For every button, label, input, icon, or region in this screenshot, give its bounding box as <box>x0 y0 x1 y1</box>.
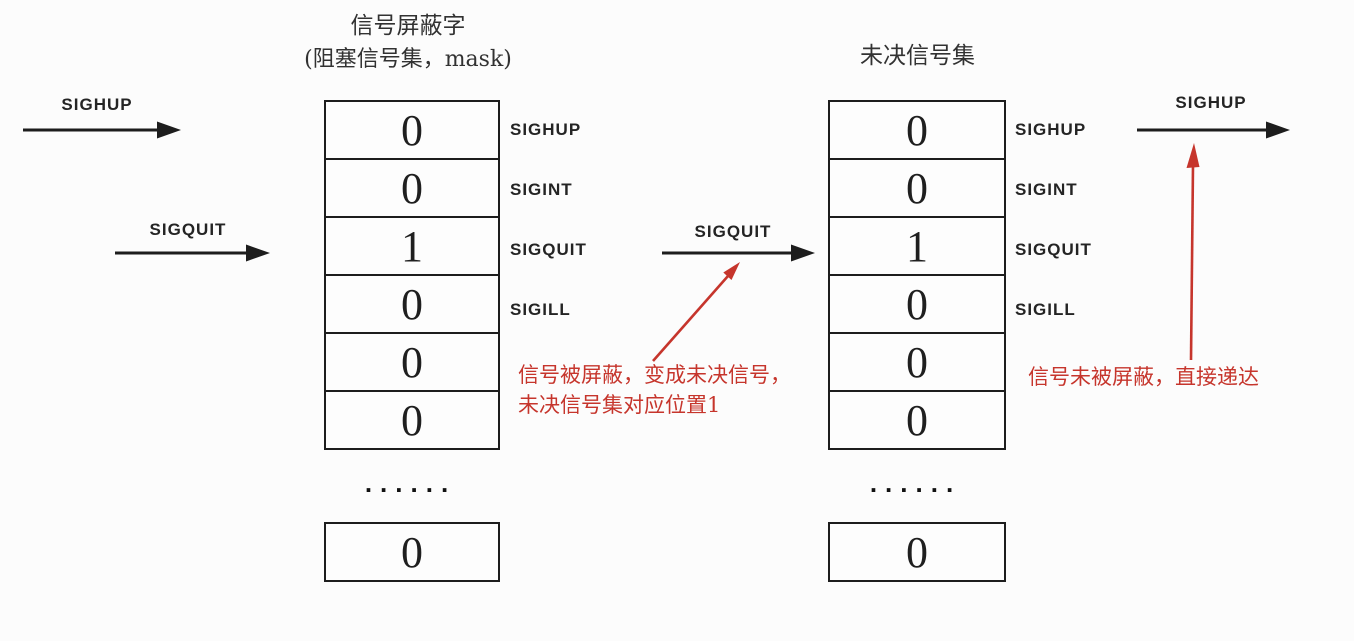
bit-cell: 0 <box>828 390 1006 450</box>
pending-ellipsis: ...... <box>869 468 962 498</box>
pending-bit-table: 0 0 1 0 0 0 <box>828 100 1006 450</box>
blocked-note-line1: 信号被屏蔽，变成未决信号， <box>518 363 791 387</box>
bit-cell: 0 <box>828 332 1006 392</box>
pending-row-label-sigint: SIGINT <box>1015 180 1078 199</box>
bit-cell: 0 <box>324 158 500 218</box>
sighup-out-arrow <box>1137 121 1290 139</box>
mask-title-line2: (阻塞信号集，mask) <box>304 47 512 72</box>
mask-row-label-sighup: SIGHUP <box>510 120 582 139</box>
bit-cell: 0 <box>324 100 500 160</box>
mask-row-label-sigill: SIGILL <box>510 300 571 319</box>
sighup-out-label: SIGHUP <box>1175 93 1247 112</box>
bit-cell: 0 <box>828 100 1006 160</box>
sigquit-forward-label: SIGQUIT <box>694 222 772 241</box>
pending-title: 未决信号集 <box>860 43 975 69</box>
blocked-note-arrow <box>652 262 740 362</box>
mask-row-label-sigint: SIGINT <box>510 180 573 199</box>
bit-cell: 0 <box>324 332 500 392</box>
mask-title-line1: 信号屏蔽字 <box>350 13 466 39</box>
bit-cell: 1 <box>324 216 500 276</box>
blocked-note-line2: 未决信号集对应位置1 <box>518 393 721 417</box>
pending-tail-cell: 0 <box>828 522 1006 582</box>
mask-title: 信号屏蔽字 (阻塞信号集，mask) <box>283 10 533 76</box>
pending-row-label-sigquit: SIGQUIT <box>1015 240 1092 259</box>
bit-cell: 0 <box>828 274 1006 334</box>
sigquit-in-label: SIGQUIT <box>149 220 227 239</box>
mask-ellipsis: ...... <box>364 468 457 498</box>
bit-cell: 0 <box>324 274 500 334</box>
sighup-in-label: SIGHUP <box>61 95 133 114</box>
sighup-in-arrow <box>23 121 181 139</box>
bit-cell: 0 <box>324 390 500 450</box>
sigquit-forward-arrow <box>662 244 815 262</box>
pending-row-label-sigill: SIGILL <box>1015 300 1076 319</box>
mask-bit-table: 0 0 1 0 0 0 <box>324 100 500 450</box>
delivered-note: 信号未被屏蔽，直接递达 <box>1028 365 1259 389</box>
mask-tail-cell: 0 <box>324 522 500 582</box>
mask-row-label-sigquit: SIGQUIT <box>510 240 587 259</box>
bit-cell: 0 <box>828 158 1006 218</box>
sigquit-in-arrow <box>115 244 270 262</box>
pending-row-label-sighup: SIGHUP <box>1015 120 1087 139</box>
blocked-note: 信号被屏蔽，变成未决信号， 未决信号集对应位置1 <box>518 360 791 420</box>
bit-cell: 1 <box>828 216 1006 276</box>
delivered-note-arrow <box>1186 143 1200 361</box>
